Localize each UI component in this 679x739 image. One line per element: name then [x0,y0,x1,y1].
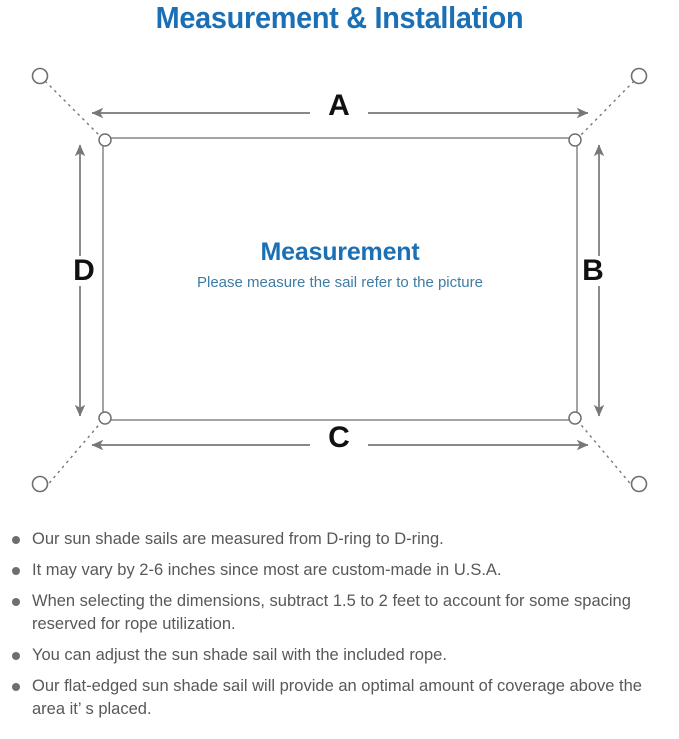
rope-line-bottom-left [44,419,104,489]
dimension-label-c: C [328,421,350,454]
diagram-center-text: Measurement Please measure the sail refe… [103,237,577,293]
rope-line-top-left [44,80,104,140]
d-ring-bottom-right [568,411,582,425]
dimension-label-d: D [73,254,95,287]
list-item: Our flat-edged sun shade sail will provi… [0,675,679,721]
sail-measurement-diagram: A B C D Measurement Please measure the s… [0,44,679,514]
note-text: Our flat-edged sun shade sail will provi… [32,677,642,718]
sail-outline [102,137,578,421]
d-ring-top-right [568,133,582,147]
rope-line-top-right [576,80,635,140]
diagram-center-title: Measurement [260,238,420,266]
d-rings-group [98,133,582,425]
list-item: When selecting the dimensions, subtract … [0,590,679,636]
notes-list: Our sun shade sails are measured from D-… [0,528,679,729]
diagram-center-subtitle: Please measure the sail refer to the pic… [197,274,483,291]
anchor-point-top-right [630,67,648,85]
dimension-label-a: A [328,89,350,122]
page-title: Measurement & Installation [155,0,524,35]
anchor-point-bottom-right [630,475,648,493]
list-item: It may vary by 2-6 inches since most are… [0,559,679,582]
anchor-point-bottom-left [31,475,49,493]
note-text: Our sun shade sails are measured from D-… [32,530,444,548]
d-ring-top-left [98,133,112,147]
dimension-label-b: B [582,254,604,287]
bullet-icon [12,683,20,691]
note-text: It may vary by 2-6 inches since most are… [32,561,502,579]
anchor-points-group [31,67,648,493]
rope-lines-group [44,80,635,489]
list-item: Our sun shade sails are measured from D-… [0,528,679,551]
bullet-icon [12,598,20,606]
bullet-icon [12,567,20,575]
rope-line-bottom-right [576,419,635,489]
d-ring-bottom-left [98,411,112,425]
bullet-icon [12,652,20,660]
anchor-point-top-left [31,67,49,85]
list-item: You can adjust the sun shade sail with t… [0,644,679,667]
bullet-icon [12,536,20,544]
diagram-svg [31,67,648,493]
note-text: When selecting the dimensions, subtract … [32,592,631,633]
note-text: You can adjust the sun shade sail with t… [32,646,447,664]
